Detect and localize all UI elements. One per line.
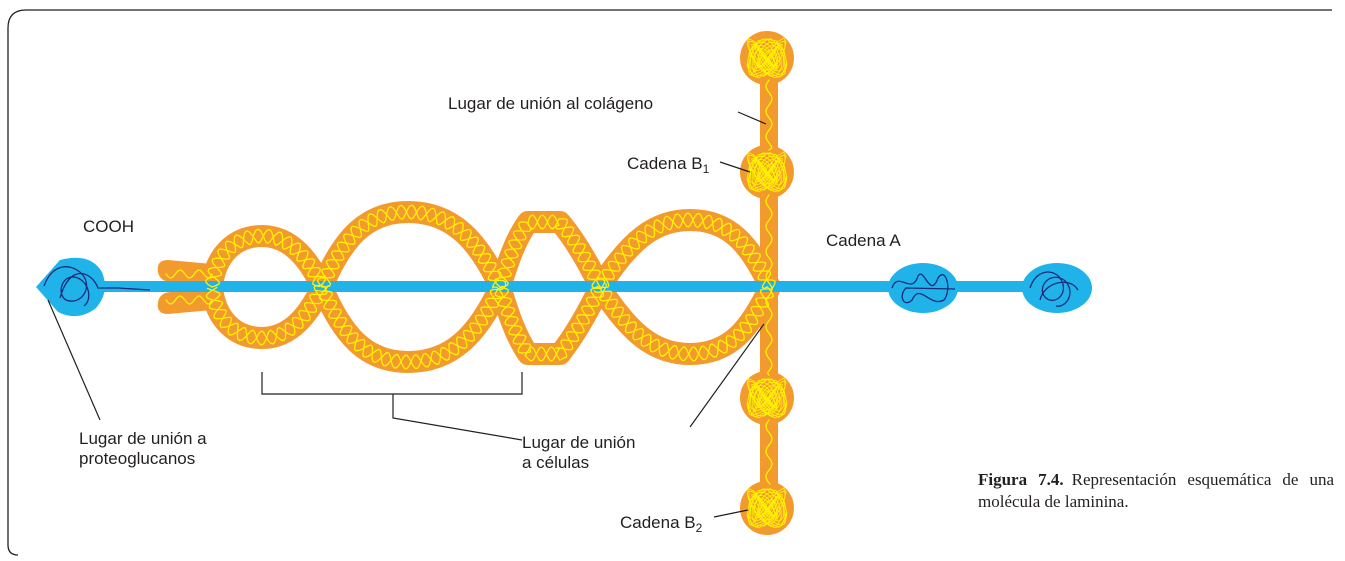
coil-strand: [765, 79, 773, 151]
coil-strand: [494, 214, 605, 362]
coil-strand: [165, 269, 213, 279]
leader-proteoglycan: [47, 299, 101, 421]
coil-strand: [765, 419, 773, 485]
figure-frame: [7, 9, 1332, 556]
coil-patterns: [165, 37, 788, 529]
coil-strand: [316, 204, 504, 370]
a-chain-globule-2: [1022, 263, 1092, 313]
leader-cells: [689, 323, 765, 428]
a-chain-rod-left: [96, 281, 776, 292]
cell-bracket: [261, 372, 523, 441]
chain-a-label: Cadena A: [826, 231, 901, 250]
globule-tangle: [746, 487, 788, 529]
figure-caption: Figura 7.4.Representación esquemática de…: [978, 469, 1334, 513]
coil-strand: [765, 194, 773, 376]
leader-lines: [47, 111, 767, 518]
globule-tangle: [746, 37, 788, 79]
globule-tangle: [746, 151, 788, 193]
figure-number: Figura 7.4.: [978, 470, 1064, 489]
coil-strand: [595, 212, 776, 362]
a-chain-tangles: [43, 266, 1079, 307]
cooh-end: [157, 260, 212, 314]
leader-chain-b2: [713, 509, 749, 518]
collagen-binding-label: Lugar de unión al colágeno: [448, 94, 654, 113]
globule-tangle: [746, 377, 788, 419]
leader-collagen: [737, 111, 767, 125]
coil-strand: [205, 228, 327, 345]
caption-text: Representación esquemática de una molécu…: [978, 470, 1334, 511]
chain-b1-label: Cadena B1: [627, 154, 710, 176]
cooh-label: COOH: [83, 217, 134, 236]
coil-strand: [165, 295, 213, 305]
chain-b2-label: Cadena B2: [620, 513, 703, 535]
leader-chain-b1: [719, 161, 751, 173]
